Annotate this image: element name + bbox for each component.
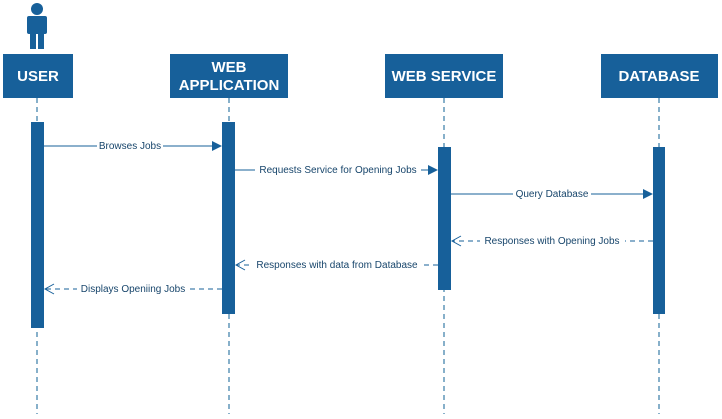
participant-label: WEB SERVICE — [392, 68, 497, 85]
activation-webservice — [438, 147, 451, 290]
participant-label: DATABASE — [618, 68, 699, 85]
arrowhead-icon — [212, 141, 222, 151]
arrowhead-icon — [450, 235, 462, 247]
activation-webapp — [222, 122, 235, 314]
message-requests-service: Requests Service for Opening Jobs — [235, 163, 438, 176]
message-label: Responses with Opening Jobs — [484, 236, 619, 247]
message-label: Responses with data from Database — [256, 260, 418, 271]
message-browses-jobs: Browses Jobs — [44, 139, 222, 152]
activation-database — [653, 147, 665, 314]
participant-user: USER — [3, 54, 73, 98]
arrowhead-icon — [428, 165, 438, 175]
message-label: Requests Service for Opening Jobs — [259, 165, 416, 176]
message-responses-opening-jobs: Responses with Opening Jobs — [450, 234, 653, 247]
person-icon — [27, 3, 47, 49]
arrowhead-icon — [643, 189, 653, 199]
arrowhead-icon — [234, 259, 246, 271]
participant-label: WEB — [212, 59, 247, 76]
message-label: Query Database — [516, 189, 589, 200]
message-displays-jobs: Displays Openiing Jobs — [43, 282, 222, 295]
participant-label: APPLICATION — [179, 77, 280, 94]
arrowhead-icon — [43, 283, 55, 295]
message-query-database: Query Database — [451, 187, 653, 200]
message-label: Displays Openiing Jobs — [81, 284, 186, 295]
activation-user — [31, 122, 44, 328]
message-responses-data: Responses with data from Database — [234, 258, 438, 271]
participant-webapp: WEB APPLICATION — [170, 54, 288, 98]
participant-label: USER — [17, 68, 59, 85]
participant-webservice: WEB SERVICE — [385, 54, 503, 98]
participant-database: DATABASE — [601, 54, 718, 98]
message-label: Browses Jobs — [99, 141, 161, 152]
